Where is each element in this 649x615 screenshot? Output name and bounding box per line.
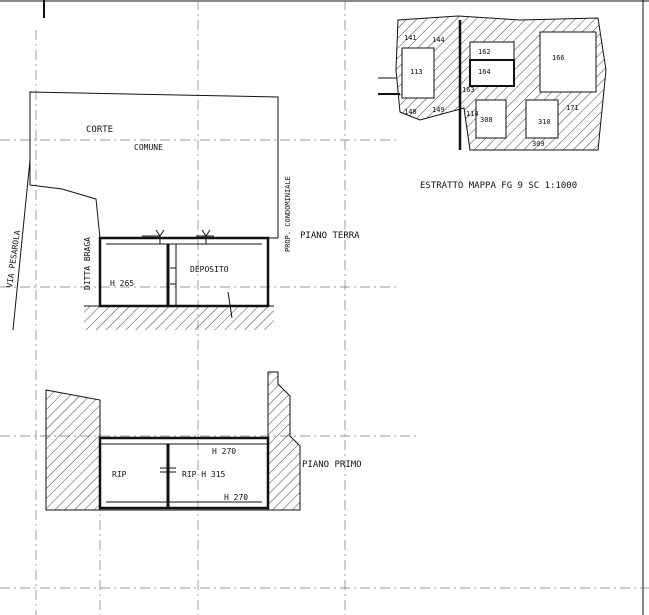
lot-outline bbox=[29, 91, 279, 239]
parcel-label: 308 bbox=[480, 116, 493, 124]
parcel-label: 166 bbox=[552, 54, 565, 62]
street-label: VIA PESAROLA bbox=[5, 230, 22, 289]
first-floor-room-left: RIP bbox=[112, 470, 127, 479]
parcel-166 bbox=[539, 31, 597, 93]
courtyard-label-line1: CORTE bbox=[86, 125, 113, 135]
neighbor-right-label: PROP. CONDOMINIALE bbox=[284, 176, 292, 252]
parcel-label: 144 bbox=[432, 36, 445, 44]
parcel-label: 163 bbox=[462, 86, 475, 94]
first-floor-height-top: H 270 bbox=[212, 447, 236, 456]
parcel-label: 114 bbox=[466, 110, 479, 118]
parcel-164 bbox=[469, 59, 515, 87]
parcel-label: 113 bbox=[410, 68, 423, 76]
first-floor-height-bottom: H 270 bbox=[224, 493, 248, 502]
parcel-label: 310 bbox=[538, 118, 551, 126]
parcel-310 bbox=[525, 99, 559, 139]
neighbor-left-label: DITTA BRAGA bbox=[83, 237, 92, 290]
parcel-label: 149 bbox=[432, 106, 445, 114]
parcel-label: 148 bbox=[404, 108, 417, 116]
first-floor-title: PIANO PRIMO bbox=[302, 460, 362, 470]
fixture-right-icon bbox=[201, 229, 211, 244]
map-caption: ESTRATTO MAPPA FG 9 SC 1:1000 bbox=[420, 181, 577, 191]
ground-floor-building bbox=[84, 229, 274, 330]
parcel-label: 309 bbox=[532, 140, 545, 148]
street-line bbox=[12, 159, 31, 331]
fixture-left-icon bbox=[155, 229, 165, 244]
first-floor-room-right: RIP H 315 bbox=[182, 470, 226, 479]
parcel-113 bbox=[401, 47, 435, 99]
courtyard-label-line2: COMUNE bbox=[134, 143, 163, 152]
parcel-label: 164 bbox=[478, 68, 491, 76]
cadastral-map bbox=[378, 15, 607, 151]
parcel-label: 141 bbox=[404, 34, 417, 42]
parcel-labels: 141 144 162 166 113 164 163 171 149 114 … bbox=[404, 34, 579, 148]
first-floor-building bbox=[45, 371, 301, 511]
parcel-308 bbox=[475, 99, 507, 139]
ground-floor-height: H 265 bbox=[110, 279, 134, 288]
parcel-label: 171 bbox=[566, 104, 579, 112]
parcel-label: 162 bbox=[478, 48, 491, 56]
ground-floor-title: PIANO TERRA bbox=[300, 231, 360, 241]
ground-floor-room: DEPOSITO bbox=[190, 265, 229, 274]
